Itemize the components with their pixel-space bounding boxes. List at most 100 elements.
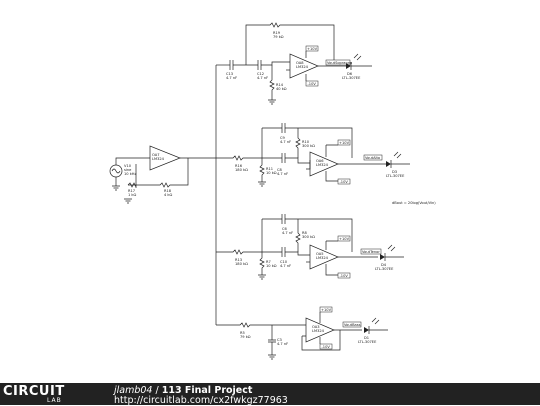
d3-light-rays [393, 151, 402, 159]
circuit-schematic: V10 sine 10 kHz R17 1 kΩ R18 4 kΩ OA7 LM… [109, 22, 436, 360]
r17-value: 1 kΩ [128, 193, 137, 197]
c3-capacitor [268, 325, 276, 355]
c12-capacitor [257, 60, 262, 70]
r13-resistor [216, 249, 262, 255]
title-separator: / [152, 385, 162, 396]
d1-part: LTL-307EE [358, 340, 377, 344]
d1-led [364, 327, 369, 333]
oa7-name: OA7 [152, 153, 160, 157]
d4-led [380, 254, 385, 260]
oa6-neg-rail: -10V [340, 180, 349, 184]
project-url[interactable]: http://circuitlab.com/cx2fwkgz77963 [114, 395, 288, 406]
r8-resistor [295, 219, 301, 252]
d1-light-rays [371, 317, 380, 325]
node-label-soprano: VoutSopranno [327, 61, 352, 65]
d3-led-cathode [390, 160, 410, 168]
oa8-pos-rail-tag [305, 45, 319, 52]
source-name: V10 [124, 164, 132, 168]
footer-bar: CIRCUIT LAB jlamb04 / 113 Final Project … [0, 383, 540, 406]
r10-name: R10 [302, 140, 310, 144]
c13-value: 4.7 nF [226, 76, 237, 80]
r14-name: R14 [276, 83, 284, 87]
c12-to-oa8-wire [261, 61, 290, 66]
oa5-pos-rail: +10V [339, 237, 350, 241]
r19-value: 79 kΩ [273, 35, 284, 39]
r13-name: R13 [235, 258, 242, 262]
r16-resistor [216, 155, 262, 161]
project-title[interactable]: 113 Final Project [161, 385, 253, 396]
r14-resistor [269, 65, 275, 100]
r11-value: 10 kΩ [266, 171, 277, 175]
node-tag-bass [342, 321, 362, 328]
node-label-bass: VoutBass [344, 323, 361, 327]
c9-value: 4.7 nF [280, 140, 291, 144]
branch-tenor: R13 180 kΩ R7 10 kΩ C10 4.7 nF C6 4.7 nF… [216, 214, 404, 280]
oa6-neg-rail-tag [337, 178, 351, 185]
source-type: sine [124, 168, 132, 172]
r7-value: 10 kΩ [266, 264, 277, 268]
node-tag-soprano [325, 59, 351, 66]
c13-capacitor [229, 60, 234, 70]
d1-name: D1 [364, 336, 369, 340]
d6-light-rays [353, 53, 362, 61]
r17-ground [124, 198, 132, 204]
d6-part: LTL-307EE [342, 76, 361, 80]
oa5-name: OA5 [316, 252, 324, 256]
c12-name: C12 [257, 72, 264, 76]
c6-feedback-wire [262, 218, 353, 252]
r5-name: R5 [240, 331, 245, 335]
oa5-neg-rail-wire [325, 264, 338, 276]
c10-to-oa5-wire [285, 251, 310, 256]
source-top-wire [115, 157, 150, 165]
r19-name: R19 [273, 31, 281, 35]
circuitlab-logo[interactable]: CIRCUIT [3, 384, 65, 399]
c9-name: C9 [280, 136, 286, 140]
r11-ground [258, 181, 266, 187]
oa8-neg-rail: -10V [308, 82, 317, 86]
node-tag-tenor [360, 248, 382, 255]
oa8-pos-rail: +10V [307, 47, 318, 51]
r7-resistor [259, 252, 265, 275]
tenor-node-wire [261, 219, 282, 253]
logo-lab-text: LAB [47, 397, 62, 404]
c6-capacitor [281, 214, 286, 224]
c6-value: 4.7 nF [282, 231, 293, 235]
node-label-tenor: VoutTenor [362, 250, 380, 254]
input-stage: V10 sine 10 kHz R17 1 kΩ R18 4 kΩ OA7 LM… [109, 145, 216, 204]
r10-resistor [295, 128, 301, 158]
r10-value: 300 kΩ [302, 144, 315, 148]
c6-name: C6 [282, 227, 288, 231]
project-author[interactable]: jlamb04 [114, 385, 153, 396]
c8-name: C8 [277, 168, 283, 172]
r16-value: 180 kΩ [235, 168, 248, 172]
oa3-neg-rail-tag [319, 343, 333, 350]
oa6-part: LM324 [316, 163, 329, 167]
oa3-feedback-wire [301, 330, 341, 351]
source-freq: 10 kHz [124, 172, 136, 176]
c13-name: C13 [226, 72, 233, 76]
oa5-neg-rail: -10V [340, 274, 349, 278]
d4-light-rays [387, 244, 396, 252]
oa5-pos-rail-tag [337, 235, 351, 242]
oa8-part: LM324 [296, 65, 309, 69]
d4-part: LTL-307EE [375, 267, 394, 271]
circuitlab-logo-sub: LAB [3, 397, 62, 404]
branch-bass: R5 79 kΩ C3 4.7 nF OA3 LM324 +10V -10V V… [216, 306, 388, 360]
oa7-part: LM324 [152, 157, 165, 161]
oa8-name: OA8 [296, 61, 304, 65]
oa6-pos-rail-wire [325, 144, 338, 157]
source-ground [112, 185, 120, 191]
r11-resistor [259, 158, 265, 182]
r18-value: 4 kΩ [164, 193, 173, 197]
d6-led-cathode [350, 62, 372, 70]
c3-ground [268, 354, 276, 360]
oa3-pos-rail-tag [319, 306, 333, 313]
oa3-part: LM324 [312, 329, 325, 333]
gain-formula-note: dBout = 20log(Vout/Vin) [392, 201, 436, 205]
oa5-pos-rail-wire [325, 240, 338, 250]
oa6-neg-rail-wire [325, 171, 338, 182]
oa3-opamp-triangle [305, 317, 335, 343]
r18-name: R18 [164, 189, 172, 193]
d3-led [386, 161, 391, 167]
c10-name: C10 [280, 260, 288, 264]
